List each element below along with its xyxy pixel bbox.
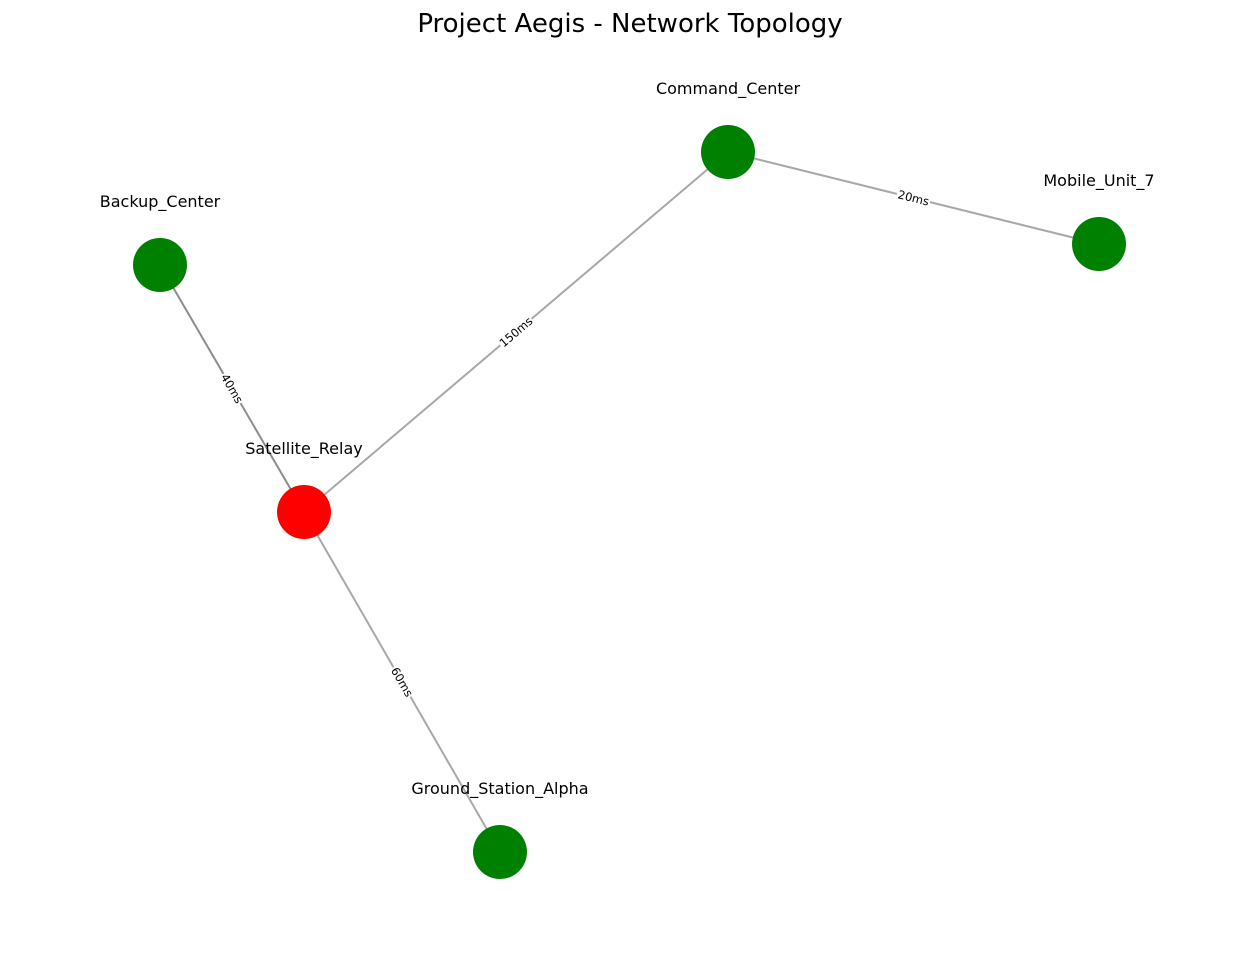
node-label-command-center: Command_Center bbox=[656, 79, 801, 99]
node-label-satellite-relay: Satellite_Relay bbox=[245, 439, 363, 459]
edge-label-background bbox=[216, 369, 248, 408]
edge-label-group: 60ms bbox=[386, 663, 418, 701]
node-label-mobile-unit-7: Mobile_Unit_7 bbox=[1043, 171, 1154, 191]
node-satellite-relay[interactable] bbox=[277, 485, 331, 539]
edge-latency-label: 60ms bbox=[388, 665, 416, 700]
node-label-ground-station-alpha: Ground_Station_Alpha bbox=[411, 779, 588, 799]
edge-label-background bbox=[386, 663, 418, 701]
edge-label-background bbox=[895, 186, 932, 210]
edge-label-group: 150ms bbox=[495, 312, 537, 352]
edge-label-background bbox=[495, 312, 537, 352]
node-labels-layer: Command_CenterMobile_Unit_7Backup_Center… bbox=[100, 79, 1155, 799]
node-mobile-unit-7[interactable] bbox=[1072, 217, 1126, 271]
edge-label-group: 40ms bbox=[216, 369, 248, 408]
node-label-backup-center: Backup_Center bbox=[100, 192, 221, 212]
edge-label-group: 20ms bbox=[895, 186, 932, 210]
nodes-layer bbox=[133, 125, 1126, 879]
edge-latency-label: 40ms bbox=[218, 371, 246, 406]
edge-latency-label: 150ms bbox=[497, 314, 536, 350]
node-command-center[interactable] bbox=[701, 125, 755, 179]
diagram-title: Project Aegis - Network Topology bbox=[417, 9, 842, 39]
node-ground-station-alpha[interactable] bbox=[473, 825, 527, 879]
node-backup-center[interactable] bbox=[133, 238, 187, 292]
